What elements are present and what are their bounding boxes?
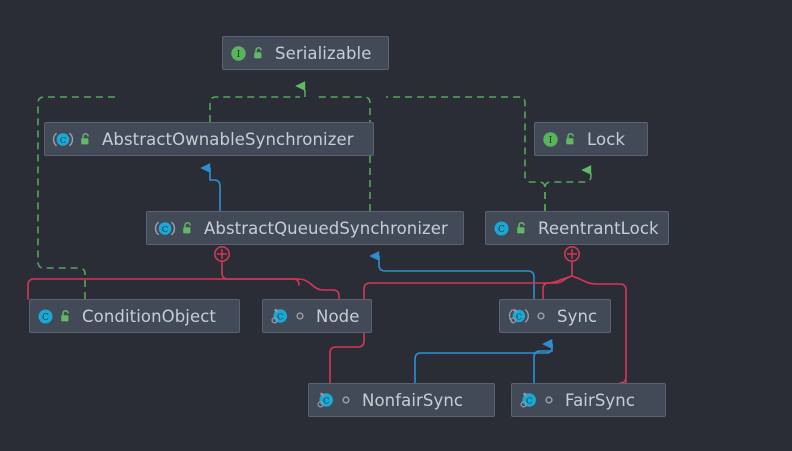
package-private-circle-icon bbox=[535, 310, 547, 322]
extends-edges bbox=[200, 163, 553, 384]
lock-public-icon bbox=[79, 132, 92, 146]
svg-text:C: C bbox=[323, 396, 329, 406]
svg-text:I: I bbox=[237, 50, 241, 60]
nested-class-icon: C bbox=[519, 391, 538, 409]
edge-sync-extends-aqs bbox=[369, 251, 535, 300]
edge-aqs-contains-node bbox=[298, 278, 340, 300]
nested-class-icon: C bbox=[316, 391, 335, 409]
edge-aqs-implements-serializable bbox=[316, 96, 371, 211]
svg-text:C: C bbox=[526, 396, 532, 406]
edge-fairsync-extends-sync bbox=[533, 339, 553, 384]
class-name-label: Lock bbox=[587, 129, 626, 149]
class-node-serializable[interactable]: I Serializable bbox=[222, 36, 389, 70]
edge-aqs-inner-stem bbox=[221, 260, 300, 286]
edge-nonfairsync-extends-sync bbox=[414, 339, 553, 384]
plus-glyph-reentrantlock bbox=[566, 248, 578, 260]
class-name-label: Node bbox=[316, 306, 360, 326]
lock-public-icon bbox=[59, 309, 72, 323]
class-node-abstract-ownable-synchronizer[interactable]: C AbstractOwnableSynchronizer bbox=[44, 122, 374, 156]
edge-reentrantlock-implements-serializable bbox=[386, 96, 546, 211]
class-name-label: ConditionObject bbox=[82, 306, 216, 326]
class-node-condition-object[interactable]: C ConditionObject bbox=[29, 299, 240, 333]
inner-class-edges bbox=[27, 246, 627, 384]
svg-text:C: C bbox=[162, 224, 168, 234]
edge-aqs-extends-aos bbox=[200, 163, 221, 212]
class-icon: C bbox=[493, 220, 510, 237]
implements-edges bbox=[37, 81, 592, 299]
edge-reentrantlock-contains-nonfairsync bbox=[329, 275, 573, 384]
class-name-label: Serializable bbox=[275, 43, 372, 63]
class-node-fair-sync[interactable]: C FairSync bbox=[511, 383, 666, 417]
class-name-label: FairSync bbox=[565, 390, 636, 410]
svg-text:C: C bbox=[277, 312, 283, 322]
svg-text:C: C bbox=[516, 312, 522, 321]
edge-reentrantlock-implements-lock bbox=[544, 165, 592, 211]
lock-public-icon bbox=[252, 46, 265, 60]
class-name-label: ReentrantLock bbox=[538, 218, 659, 238]
plus-glyph-aqs bbox=[216, 248, 228, 260]
class-name-label: NonfairSync bbox=[362, 390, 464, 410]
nested-class-icon: C bbox=[270, 307, 289, 325]
abstract-class-icon: C bbox=[52, 131, 74, 148]
edge-conditionobject-implements-serializable bbox=[37, 96, 120, 299]
edge-aqs-contains-conditionobject bbox=[27, 278, 300, 300]
svg-text:C: C bbox=[60, 135, 66, 145]
class-node-lock[interactable]: I Lock bbox=[534, 122, 648, 156]
class-node-abstract-queued-synchronizer[interactable]: C AbstractQueuedSynchronizer bbox=[146, 211, 464, 245]
svg-text:C: C bbox=[498, 225, 505, 235]
lock-public-icon bbox=[515, 221, 528, 235]
edge-aos-implements-serializable bbox=[209, 96, 300, 122]
package-private-circle-icon bbox=[294, 310, 306, 322]
lock-public-icon bbox=[564, 132, 577, 146]
class-node-nonfair-sync[interactable]: C NonfairSync bbox=[308, 383, 495, 417]
class-node-node[interactable]: C Node bbox=[262, 299, 372, 333]
lock-public-icon bbox=[181, 221, 194, 235]
package-private-circle-icon bbox=[543, 394, 555, 406]
svg-text:C: C bbox=[42, 313, 49, 323]
class-node-reentrant-lock[interactable]: C ReentrantLock bbox=[485, 211, 669, 245]
edge-reentrantlock-contains-fairsync bbox=[571, 275, 627, 384]
class-name-label: AbstractQueuedSynchronizer bbox=[204, 218, 448, 238]
class-icon: C bbox=[37, 308, 54, 325]
class-node-sync[interactable]: C Sync bbox=[499, 299, 611, 333]
interface-icon: I bbox=[230, 45, 247, 62]
package-private-circle-icon bbox=[340, 394, 352, 406]
edge-reentrantlock-contains-sync bbox=[542, 275, 573, 300]
svg-text:I: I bbox=[549, 136, 553, 146]
interface-icon: I bbox=[542, 131, 559, 148]
class-name-label: Sync bbox=[557, 306, 598, 326]
nested-abstract-class-icon: C bbox=[507, 307, 530, 325]
abstract-class-icon: C bbox=[154, 220, 176, 237]
class-name-label: AbstractOwnableSynchronizer bbox=[102, 129, 354, 149]
